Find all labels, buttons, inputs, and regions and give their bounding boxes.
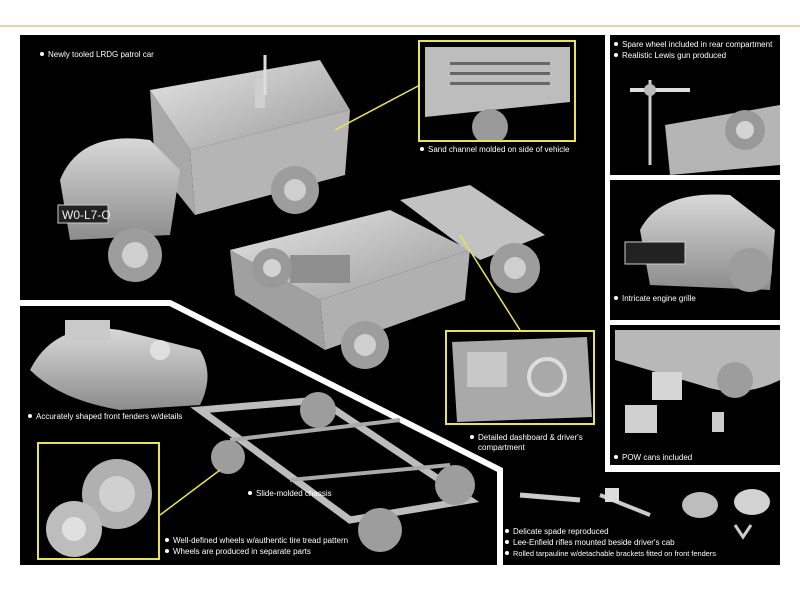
accessories-illustration (519, 488, 770, 540)
pow-cans-illustration (615, 330, 780, 433)
caption-pow-cans: POW cans included (614, 453, 692, 463)
caption-patrol-car: Newly tooled LRDG patrol car (40, 50, 154, 60)
patrol-car-illustration: W0-L7-O (57, 55, 350, 282)
spare-wheel-illustration (630, 80, 780, 175)
panel-accessories (500, 472, 780, 565)
caption-wheels-2: Wheels are produced in separate parts (165, 547, 311, 557)
chassis-illustration (190, 392, 480, 552)
caption-spade: Delicate spade reproduced (505, 527, 609, 537)
sand-channel-inset (418, 40, 576, 142)
caption-wheels-1: Well-defined wheels w/authentic tire tre… (165, 536, 348, 546)
caption-tarpaulin: Rolled tarpauline w/detachable brackets … (505, 549, 716, 559)
caption-sand-channel: Sand channel molded on side of vehicle (420, 145, 569, 155)
callout-lines (159, 84, 521, 516)
caption-lewis-gun: Realistic Lewis gun produced (614, 51, 726, 61)
fenders-illustration (30, 320, 208, 410)
dashboard-inset (445, 330, 595, 425)
open-truck-illustration (230, 185, 545, 369)
caption-rifles: Lee-Enfield rifles mounted beside driver… (505, 538, 675, 548)
caption-front-fenders: Accurately shaped front fenders w/detail… (28, 412, 182, 422)
caption-chassis: Slide-molded chassis (248, 489, 332, 499)
wheels-inset (37, 442, 160, 560)
top-rule (0, 25, 800, 27)
front-plate-text: W0-L7-O (62, 208, 111, 222)
engine-grille-illustration (624, 194, 775, 292)
caption-engine-grille: Intricate engine grille (614, 294, 696, 304)
caption-spare-wheel: Spare wheel included in rear compartment (614, 40, 772, 50)
